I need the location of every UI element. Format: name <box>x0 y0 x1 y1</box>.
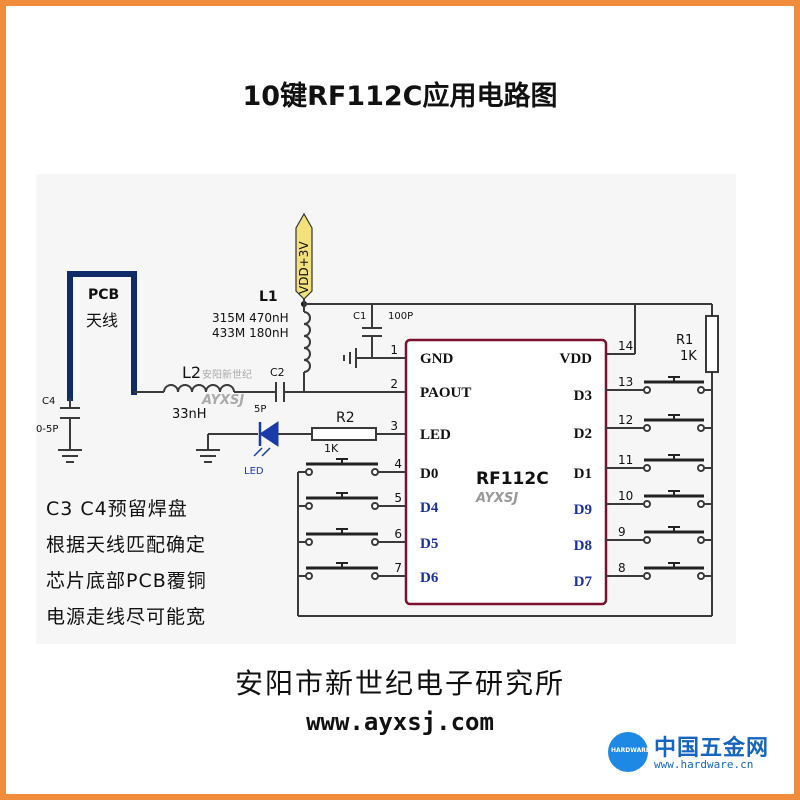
l2-value: 33nH <box>172 407 207 422</box>
capacitor-c1 <box>362 327 382 337</box>
c1-value: 100P <box>388 311 413 322</box>
pin-name-d3: D3 <box>574 388 592 404</box>
note-line-4: 电源走线尽可能宽 <box>46 606 207 628</box>
circuit-diagram: VDD+3V L1 315M 470nH 433M 180nH C1 <box>36 174 736 644</box>
right-pin-stubs <box>606 389 636 577</box>
pin-num-8: 8 <box>618 561 626 575</box>
note-line-1: C3 C4预留焊盘 <box>46 498 188 520</box>
vdd-supply-flag: VDD+3V <box>295 212 313 300</box>
site-watermark: HARDWARE 中国五金网 www.hardware.cn <box>608 726 788 784</box>
pin-name-d2: D2 <box>574 426 592 442</box>
pin-num-14: 14 <box>618 339 633 353</box>
pin-num-6: 6 <box>394 527 402 541</box>
pin-num-11: 11 <box>618 453 633 467</box>
pin-num-2: 2 <box>390 377 398 391</box>
switch-d5 <box>298 528 386 546</box>
antenna-label-pcb: PCB <box>88 287 119 303</box>
ground-symbol-led <box>196 449 220 463</box>
footer-organization: 安阳市新世纪电子研究所 <box>234 667 565 700</box>
c2-name: C2 <box>270 366 285 379</box>
pin-name-d8: D8 <box>574 538 592 554</box>
pin-num-4: 4 <box>394 457 402 471</box>
pin-num-1: 1 <box>390 343 398 357</box>
switch-d0 <box>298 458 386 476</box>
switch-d8 <box>636 526 712 544</box>
right-switch-group <box>636 376 712 580</box>
inductor-l1 <box>303 311 311 386</box>
chip-logo-watermark: AYXSJ <box>475 491 518 506</box>
diagram-background <box>36 174 736 644</box>
pin-name-paout: PAOUT <box>420 385 471 401</box>
note-line-3: 芯片底部PCB覆铜 <box>46 570 207 592</box>
antenna-label-text: 天线 <box>86 311 118 330</box>
pin-num-12: 12 <box>618 413 633 427</box>
pin-name-d9: D9 <box>574 502 592 518</box>
c4-value: 0-5P <box>36 424 58 435</box>
rf-path-wiring <box>69 386 305 450</box>
vdd-label: VDD+3V <box>297 241 311 294</box>
pin-num-3: 3 <box>390 419 398 433</box>
pin-num-13: 13 <box>618 375 633 389</box>
footer-url: www.ayxsj.com <box>306 708 494 736</box>
switch-d4 <box>298 492 386 510</box>
inductor-l2 <box>163 384 235 393</box>
capacitor-c4 <box>60 407 80 419</box>
switch-d1 <box>636 454 712 472</box>
resistor-r2 <box>311 427 377 441</box>
pin-name-d7: D7 <box>574 574 593 590</box>
watermark-sub: 安阳新世纪 <box>202 368 252 381</box>
pin-name-gnd: GND <box>420 351 454 367</box>
watermark-logo: AYXSJ <box>201 393 244 408</box>
pin-name-d5: D5 <box>420 536 438 552</box>
c2-value: 5P <box>254 404 266 415</box>
led-diode-icon <box>253 421 279 457</box>
pcb-antenna <box>67 271 137 401</box>
l1-spec-433: 433M 180nH <box>212 326 289 340</box>
r2-value: 1K <box>324 442 339 455</box>
pin-name-led: LED <box>420 427 451 443</box>
ground-symbol-antenna <box>58 449 82 463</box>
pin-num-5: 5 <box>394 491 402 505</box>
c1-name: C1 <box>353 311 366 322</box>
pin-num-9: 9 <box>618 525 626 539</box>
pin-name-d4: D4 <box>420 500 439 516</box>
c4-name: C4 <box>42 396 55 407</box>
pin-name-vdd: VDD <box>560 351 593 367</box>
pin-name-d6: D6 <box>420 570 439 586</box>
led-wiring <box>207 433 312 450</box>
pin-num-7: 7 <box>394 561 402 575</box>
left-switch-group <box>298 458 386 580</box>
switch-d2 <box>636 414 712 432</box>
switch-d6 <box>298 562 386 580</box>
vdd-rail <box>303 299 713 358</box>
pin-num-10: 10 <box>618 489 633 503</box>
site-watermark-url: www.hardware.cn <box>654 758 754 771</box>
r1-name: R1 <box>676 333 693 348</box>
pin-name-d0: D0 <box>420 466 438 482</box>
l1-name: L1 <box>259 289 278 305</box>
page-title: 10键RF112C应用电路图 <box>242 81 558 112</box>
chip-name: RF112C <box>476 469 549 489</box>
site-watermark-name: 中国五金网 <box>654 736 770 761</box>
r1-value: 1K <box>680 349 697 364</box>
switch-d7 <box>636 562 712 580</box>
switch-d9 <box>636 490 712 508</box>
globe-icon: HARDWARE <box>608 732 650 772</box>
capacitor-c2 <box>275 382 285 402</box>
r2-name: R2 <box>336 410 355 426</box>
l2-name: L2 <box>182 363 201 382</box>
led-label: LED <box>244 466 264 477</box>
l1-spec-315: 315M 470nH <box>212 311 289 325</box>
switch-d3 <box>636 376 712 394</box>
globe-badge-text: HARDWARE <box>611 747 650 754</box>
left-pin-stubs <box>296 357 406 577</box>
note-line-2: 根据天线匹配确定 <box>46 534 207 556</box>
pin-name-d1: D1 <box>574 466 592 482</box>
resistor-r1 <box>705 315 719 373</box>
